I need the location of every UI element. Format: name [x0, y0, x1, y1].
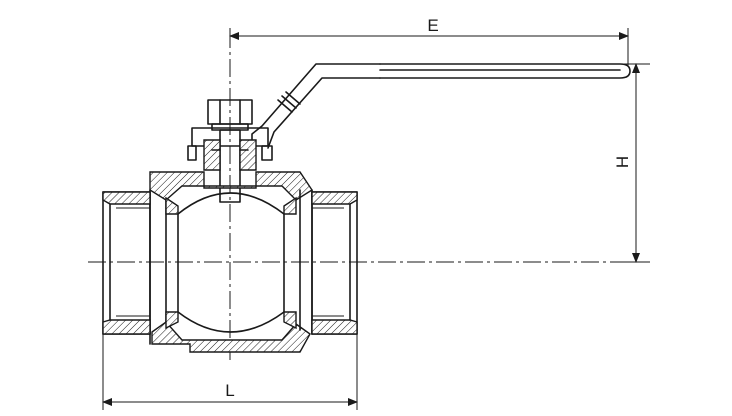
- dimension-h: H: [612, 63, 650, 263]
- left-end-cap: [102, 191, 151, 335]
- dimension-e-label: E: [427, 16, 438, 35]
- lever-handle: [187, 63, 631, 161]
- dimension-l-label: L: [225, 381, 234, 400]
- dimension-e: E: [229, 16, 629, 66]
- stem: [203, 129, 257, 203]
- valve-body: [149, 171, 313, 353]
- seats: [165, 196, 297, 330]
- ball: [177, 192, 285, 333]
- right-end-cap: [311, 191, 358, 335]
- stem-nut: [207, 99, 253, 131]
- dimension-h-label: H: [613, 156, 632, 168]
- center-lines: [88, 30, 640, 360]
